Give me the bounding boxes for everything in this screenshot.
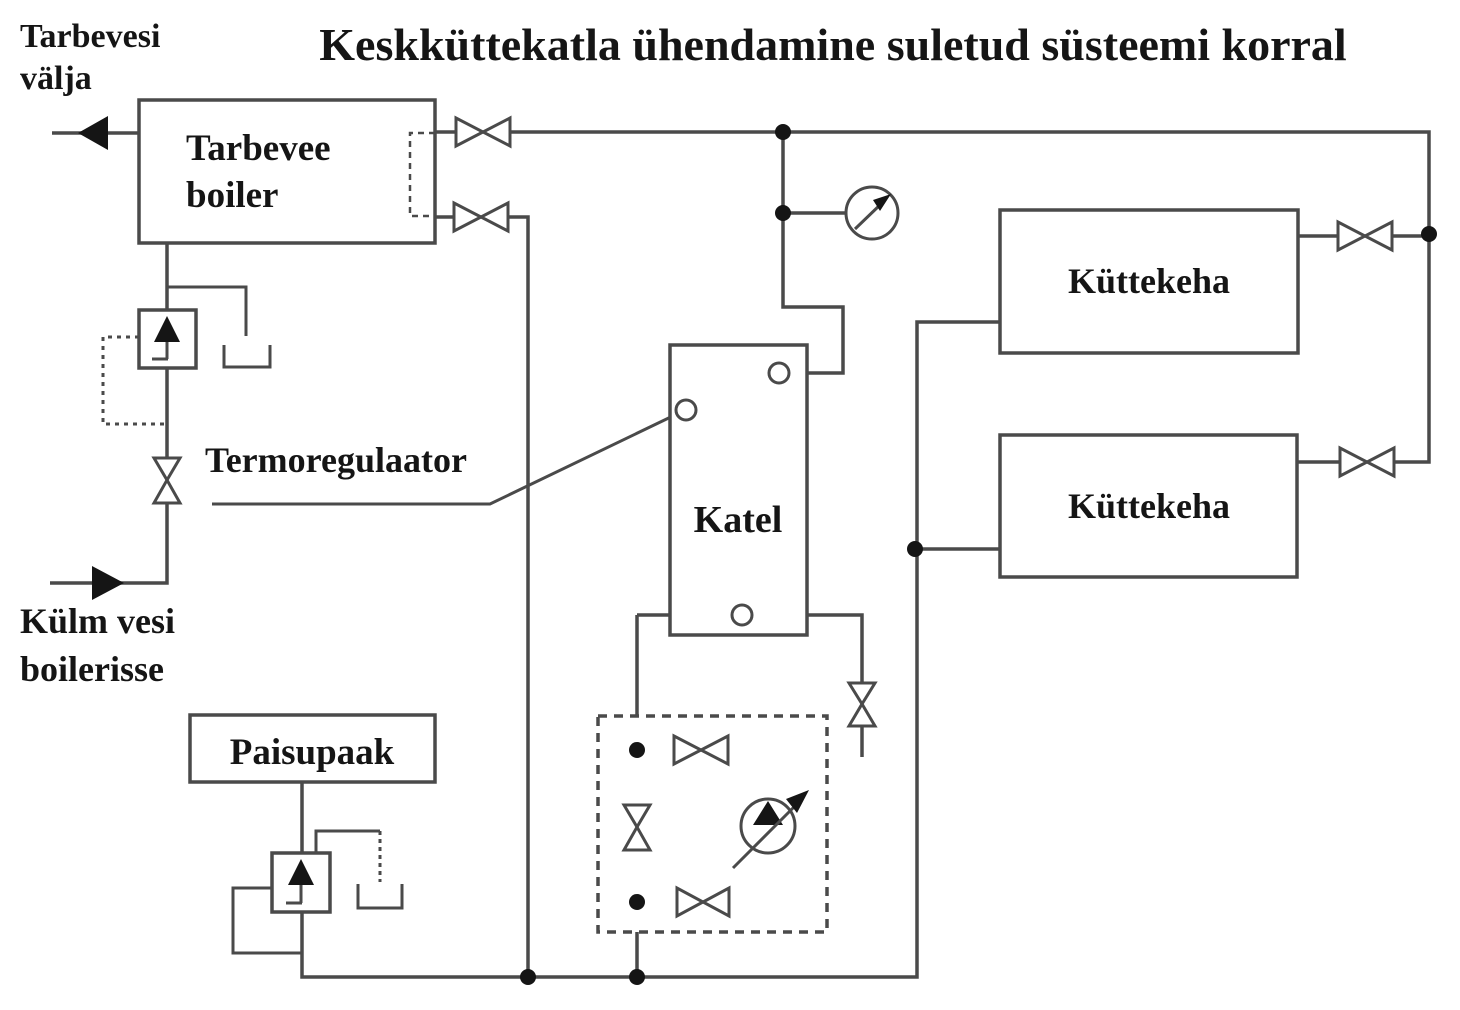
label-radiator1: Küttekeha bbox=[1068, 261, 1230, 301]
valve-boiler-return bbox=[452, 200, 510, 234]
label-cold-2: boilerisse bbox=[20, 649, 164, 689]
valve-radiator2 bbox=[1338, 445, 1396, 479]
safety-valve-icon bbox=[152, 316, 180, 361]
tap-water-boiler-box bbox=[137, 98, 437, 245]
katel-supply-port bbox=[767, 361, 791, 385]
sensor-line-safety bbox=[101, 335, 164, 426]
valve-pump-bottom bbox=[675, 885, 731, 919]
pipe-cold-inlet bbox=[50, 503, 169, 585]
pump-flow-arrow bbox=[753, 801, 783, 825]
valve-drain bbox=[846, 681, 878, 728]
valve-pump-top bbox=[672, 733, 730, 767]
pump-regulation-arrowhead bbox=[786, 790, 809, 813]
label-radiator2: Küttekeha bbox=[1068, 486, 1230, 526]
label-boiler-2: boiler bbox=[186, 175, 278, 216]
junction-dots bbox=[520, 124, 1437, 985]
label-katel: Katel bbox=[694, 499, 783, 541]
tundish-cup-safety bbox=[222, 345, 272, 369]
pipe-exp-bypass-loop bbox=[231, 886, 302, 955]
radiator2-box bbox=[998, 433, 1299, 579]
up-arrow-shaft bbox=[152, 342, 169, 361]
up-arrow-icon bbox=[154, 316, 180, 342]
radiator1-box bbox=[998, 208, 1300, 355]
label-cold-1: Külm vesi bbox=[20, 601, 175, 641]
katel-sensor-port bbox=[674, 398, 698, 422]
equipment-boxes bbox=[137, 98, 1300, 934]
valve-pump-bypass bbox=[621, 803, 653, 852]
label-expansion-tank: Paisupaak bbox=[230, 732, 395, 773]
valve-radiator1 bbox=[1336, 219, 1394, 253]
expansion-safety-valve-icon bbox=[286, 859, 314, 905]
expansion-tank-box bbox=[188, 713, 437, 784]
tundish-cup-expansion bbox=[356, 884, 404, 910]
up-arrow-shaft bbox=[286, 885, 303, 905]
diagram-title: Keskküttekatla ühendamine suletud süstee… bbox=[319, 19, 1346, 70]
pump-regulation-shaft bbox=[731, 804, 797, 870]
label-tap-out-1: Tarbevesi bbox=[20, 18, 160, 55]
arrow-tap-water-out-icon bbox=[78, 116, 108, 150]
gauge-needle bbox=[853, 201, 884, 231]
connection-ports bbox=[674, 361, 791, 627]
valve-cold-water bbox=[151, 456, 183, 505]
pipe-top-main bbox=[510, 130, 1431, 464]
gauge-icon bbox=[844, 185, 900, 241]
arrow-cold-water-in-icon bbox=[92, 566, 124, 600]
pipe-coil-return bbox=[508, 215, 530, 977]
label-thermoregulator: Termoregulaator bbox=[205, 440, 467, 480]
circulation-pump-icon bbox=[731, 790, 809, 870]
katel-return-port bbox=[730, 603, 754, 627]
pipe-safety-discharge bbox=[167, 285, 248, 336]
valves bbox=[151, 115, 1396, 919]
pipe-return-main bbox=[300, 320, 1000, 979]
gauge-needle-head bbox=[873, 194, 891, 211]
label-tap-out-2: välja bbox=[20, 60, 92, 97]
katel-box bbox=[668, 343, 809, 637]
valve-boiler-supply bbox=[454, 115, 512, 149]
pipe-katel-supply bbox=[781, 132, 845, 375]
boiler-coil bbox=[408, 131, 435, 218]
sensor-line-thermoregulator bbox=[212, 412, 678, 506]
up-arrow-icon bbox=[288, 859, 314, 885]
label-boiler-1: Tarbevee bbox=[186, 128, 331, 169]
pipe-exp-discharge bbox=[314, 829, 380, 853]
